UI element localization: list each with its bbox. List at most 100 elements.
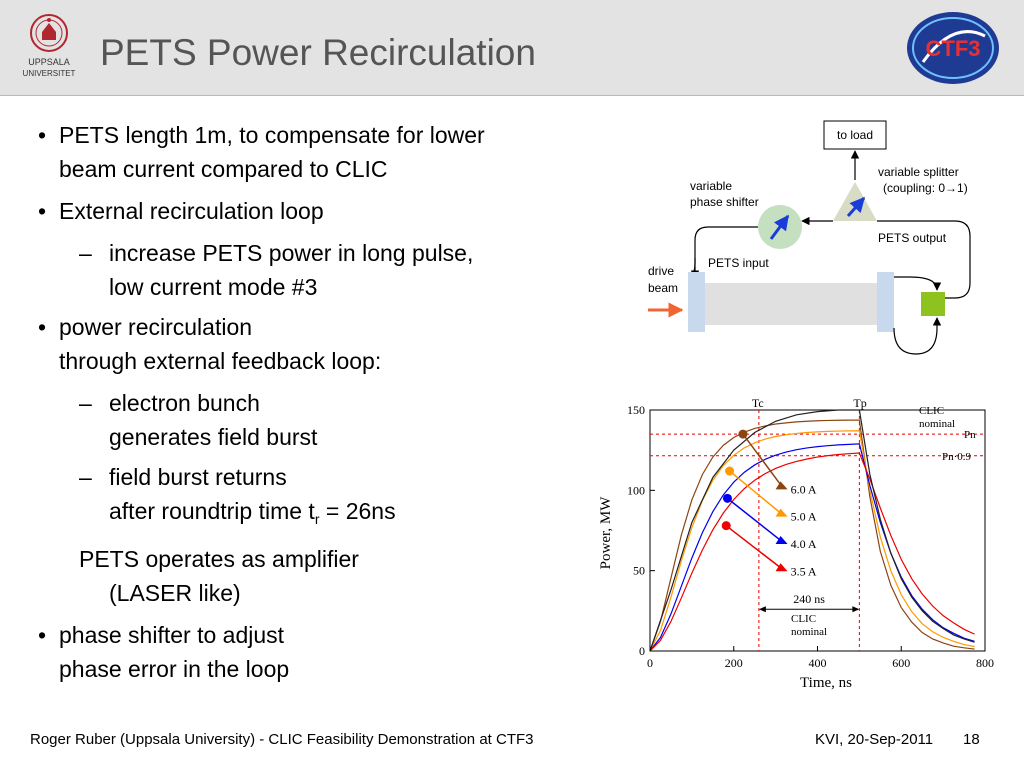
- marker-arrowhead-icon: [775, 535, 788, 544]
- data-point-marker: [725, 466, 735, 476]
- series-line-4-0-a: [649, 443, 975, 652]
- bullet-pets-length: PETS length 1m, to compensate for lower …: [38, 118, 618, 186]
- logo-text-uppsala: UPPSALA: [28, 57, 70, 67]
- bullet-text: phase error in the loop: [59, 656, 290, 682]
- roundtrip-subscript: r: [314, 511, 320, 527]
- marker-arrowhead-icon: [775, 481, 788, 490]
- marker-arrowhead-icon: [775, 508, 788, 517]
- bullet-text: (LASER like): [109, 580, 241, 606]
- clic-nominal-top-label: CLIC: [919, 405, 944, 417]
- bullet-text: field burst returns: [109, 464, 287, 490]
- marker-arrow-line: [742, 433, 784, 488]
- bullet-text: PETS length 1m, to compensate for lower: [59, 122, 485, 148]
- x-tick-label: 600: [892, 656, 910, 670]
- duration-arrowhead-right-icon: [852, 606, 860, 613]
- bullet-phase-shifter: phase shifter to adjust phase error in t…: [38, 618, 618, 686]
- x-tick-label: 400: [809, 656, 827, 670]
- bullet-power-recirculation: power recirculation through external fee…: [38, 310, 618, 378]
- text-pets-amplifier: PETS operates as amplifier (LASER like): [38, 542, 618, 610]
- pets-output-label: PETS output: [878, 231, 947, 245]
- duration-annotation: 240 ns: [758, 592, 860, 613]
- pets-structure: [705, 283, 877, 325]
- bullet-text: increase PETS power in long pulse,: [109, 240, 474, 266]
- marker-arrow-line: [727, 497, 784, 543]
- bullet-text-roundtrip: after roundtrip time tr = 26ns: [109, 494, 618, 536]
- bullet-external-loop: External recirculation loop: [38, 194, 618, 228]
- to-load-label: to load: [837, 128, 873, 142]
- roundtrip-text: after roundtrip time t: [109, 498, 315, 524]
- pets-input-label: PETS input: [708, 256, 769, 270]
- series-line-clic-nominal: [649, 409, 975, 652]
- footer-date: KVI, 20-Sep-2011: [815, 731, 934, 748]
- output-load-box: [921, 292, 945, 316]
- duration-label: 240 ns: [793, 592, 825, 606]
- splitter-label: variable splitter: [878, 165, 959, 179]
- ctf3-logo-text: CTF3: [926, 36, 981, 61]
- marker-arrow-line: [725, 525, 784, 570]
- x-tick-label: 800: [976, 656, 994, 670]
- series-line-3-5-a: [649, 452, 975, 652]
- page-title: PETS Power Recirculation: [100, 32, 536, 73]
- roundtrip-value: = 26ns: [319, 498, 396, 524]
- series-label: 5.0 A: [791, 510, 817, 524]
- x-axis-label: Time, ns: [800, 675, 852, 691]
- bullet-text: beam current compared to CLIC: [59, 156, 388, 182]
- series-label: 6.0 A: [791, 482, 817, 496]
- variable-splitter: [833, 182, 877, 221]
- bullet-text: through external feedback loop:: [59, 348, 382, 374]
- coupling-label: (coupling: 0→1): [883, 181, 968, 195]
- loop-line-output-to-splitter: [877, 220, 971, 299]
- y-tick-label: 0: [639, 644, 645, 658]
- to-load-box: [823, 120, 887, 150]
- tp-label: Tp: [853, 396, 866, 410]
- y-tick-label: 50: [633, 564, 645, 578]
- reference-lines: [650, 410, 985, 651]
- bullet-text: power recirculation: [59, 314, 253, 340]
- ctf3-logo: CTF3: [907, 12, 999, 84]
- tc-label: Tc: [752, 396, 764, 410]
- logo-text-universitet: UNIVERSITET: [23, 69, 76, 78]
- series-label: 4.0 A: [791, 537, 817, 551]
- data-point-marker: [738, 429, 748, 439]
- sub-bullet-field-burst: field burst returns after roundtrip time…: [38, 460, 618, 536]
- bullet-text: low current mode #3: [109, 274, 318, 300]
- phase-shifter-label: phase shifter: [690, 195, 759, 209]
- loop-bottom-arrow: [893, 317, 942, 355]
- x-tick-label: 200: [725, 656, 743, 670]
- duration-arrowhead-left-icon: [758, 606, 766, 613]
- recirculation-diagram: to load variable splitter (coupling: 0→1…: [648, 120, 971, 355]
- bullet-text: External recirculation loop: [59, 198, 324, 224]
- shifter-arrow-icon: [769, 214, 790, 240]
- y-axis-label: Power, MW: [598, 496, 614, 570]
- marker-layer: 6.0 A 5.0 A 4.0 A 3.5 A: [721, 429, 817, 578]
- clic-nominal-top-label-2: nominal: [919, 418, 955, 430]
- bullet-list: PETS length 1m, to compensate for lower …: [38, 118, 618, 694]
- clic-nominal-bottom-label: CLIC: [791, 613, 816, 625]
- y-tick-label: 100: [627, 483, 645, 497]
- page-number: 18: [963, 731, 980, 748]
- pn09-label: Pn·0.9: [942, 451, 972, 463]
- drive-label: drive: [648, 264, 674, 278]
- series-layer: [649, 409, 975, 652]
- sub-bullet-electron-bunch: electron bunch generates field burst: [38, 386, 618, 454]
- splitter-arrow-icon: [846, 196, 866, 217]
- uppsala-university-logo: UPPSALA UNIVERSITET: [23, 14, 76, 78]
- x-tick-label: 0: [647, 656, 653, 670]
- arrow-output-to-box: [894, 276, 942, 291]
- bullet-text: PETS operates as amplifier: [79, 546, 359, 572]
- pets-output-flange: [877, 272, 894, 332]
- data-point-marker: [722, 493, 732, 503]
- data-point-marker: [721, 521, 731, 531]
- marker-arrow-line: [729, 470, 784, 516]
- pn-label: Pn: [964, 429, 976, 441]
- power-vs-time-chart: 6.0 A 5.0 A 4.0 A 3.5 A 0 200 400 600 800 0 50 100…: [598, 396, 994, 691]
- beam-label: beam: [648, 281, 678, 295]
- slide-header: UPPSALA UNIVERSITET PETS Power Recircula…: [0, 0, 1024, 96]
- pets-input-flange: [688, 272, 705, 332]
- variable-label: variable: [690, 179, 732, 193]
- series-line-6-0-a: [649, 419, 975, 652]
- bullet-text: electron bunch: [109, 390, 260, 416]
- series-label: 3.5 A: [791, 564, 817, 578]
- y-tick-label: 150: [627, 403, 645, 417]
- bullet-text: phase shifter to adjust: [59, 622, 285, 648]
